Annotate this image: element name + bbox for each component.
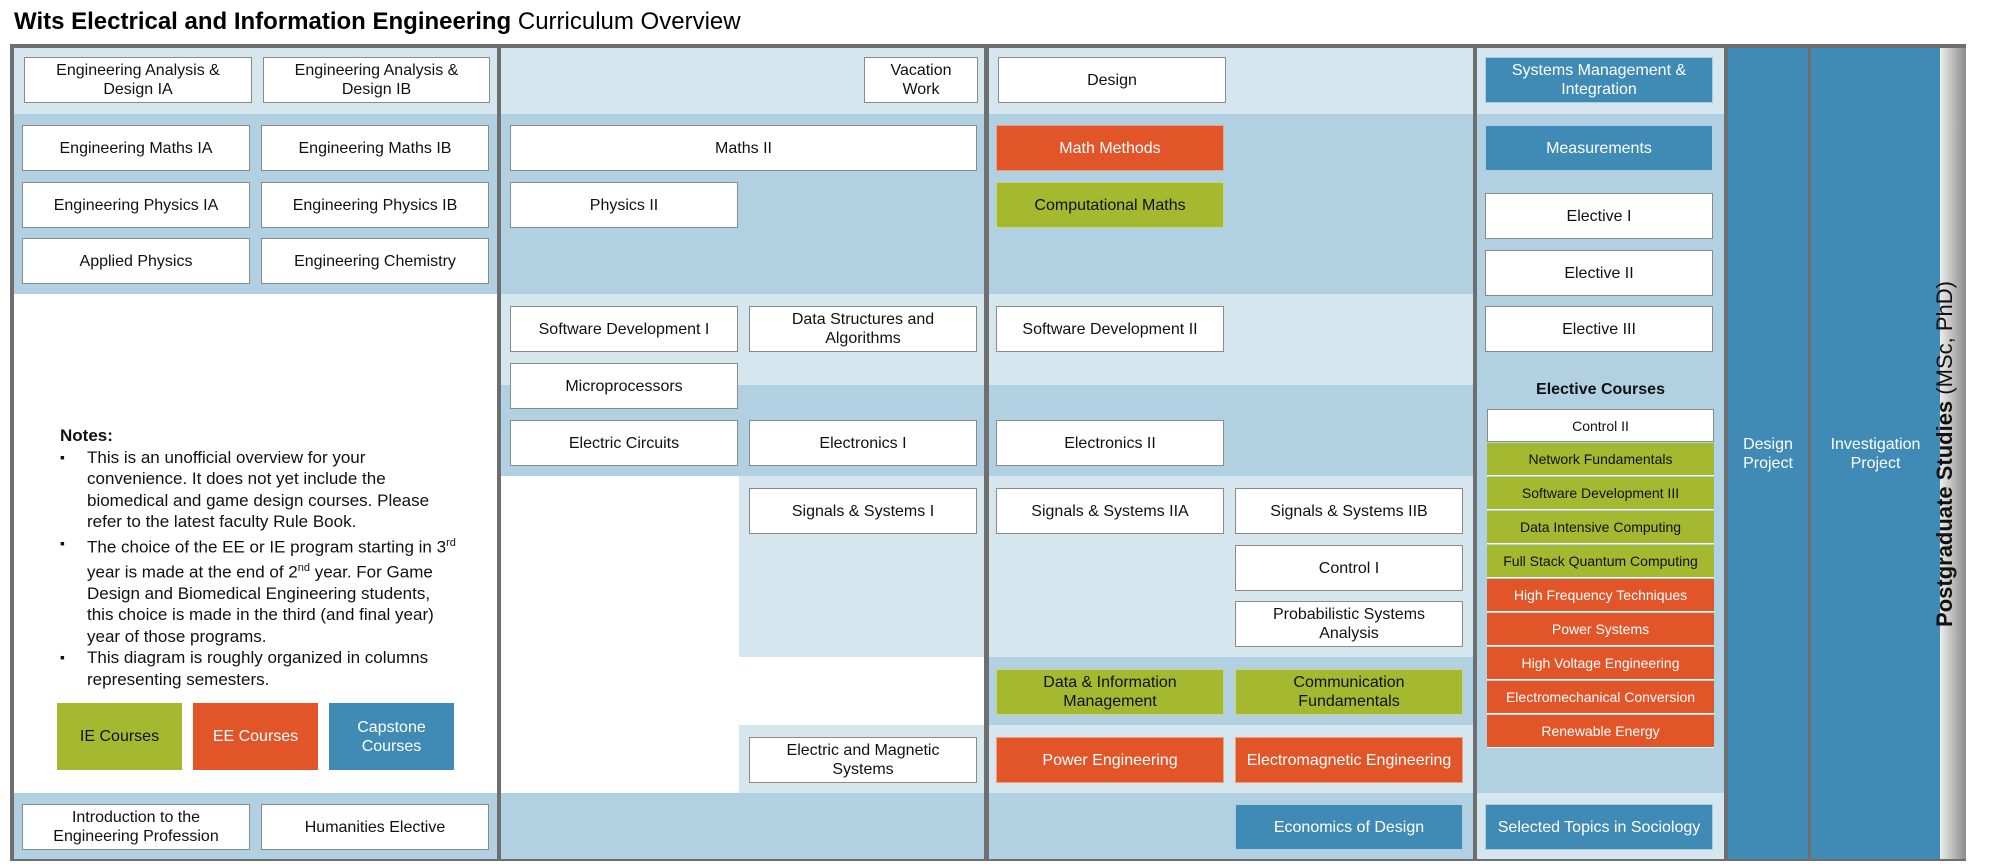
legend-ee-courses: EE Courses [193, 703, 318, 770]
note-item: This diagram is roughly organized in col… [60, 647, 460, 690]
course-engineering-chemistry[interactable]: Engineering Chemistry [261, 238, 489, 284]
notes-block: Notes: This is an unofficial overview fo… [60, 425, 460, 690]
course-computational-maths[interactable]: Computational Maths [996, 182, 1224, 228]
legend-ie-courses: IE Courses [57, 703, 182, 770]
legend-capstone-courses: Capstone Courses [329, 703, 454, 770]
course-electronics-ii[interactable]: Electronics II [996, 420, 1224, 466]
course-vacation-work[interactable]: Vacation Work [864, 57, 978, 103]
elective-course-item[interactable]: Renewable Energy [1487, 715, 1714, 748]
course-signals-systems-iib[interactable]: Signals & Systems IIB [1235, 488, 1463, 534]
course-elective-ii[interactable]: Elective II [1485, 250, 1713, 296]
elective-course-item[interactable]: Control II [1487, 409, 1714, 442]
elective-course-item[interactable]: Electromechanical Conversion [1487, 681, 1714, 714]
postgraduate-strip [1940, 48, 1966, 859]
elective-course-item[interactable]: High Voltage Engineering [1487, 647, 1714, 680]
course-engineering-analysis-design-ib[interactable]: Engineering Analysis & Design IB [263, 57, 490, 103]
course-math-methods[interactable]: Math Methods [996, 125, 1224, 171]
course-maths-ii[interactable]: Maths II [510, 125, 977, 171]
course-measurements[interactable]: Measurements [1485, 125, 1713, 171]
postgraduate-label: Postgraduate Studies (MSc, PhD) [1932, 281, 1957, 627]
course-engineering-physics-ib[interactable]: Engineering Physics IB [261, 182, 489, 228]
notes-title: Notes: [60, 426, 113, 445]
y2-empty [501, 476, 739, 793]
elective-course-item[interactable]: Network Fundamentals [1487, 443, 1714, 476]
elective-course-item[interactable]: High Frequency Techniques [1487, 579, 1714, 612]
course-control-i[interactable]: Control I [1235, 545, 1463, 591]
course-selected-topics-sociology[interactable]: Selected Topics in Sociology [1485, 804, 1713, 850]
course-electronics-i[interactable]: Electronics I [749, 420, 977, 466]
course-electromagnetic-engineering[interactable]: Electromagnetic Engineering [1235, 737, 1463, 783]
course-data-structures-algorithms[interactable]: Data Structures and Algorithms [749, 306, 977, 352]
course-microprocessors[interactable]: Microprocessors [510, 363, 738, 409]
course-engineering-maths-ib[interactable]: Engineering Maths IB [261, 125, 489, 171]
y2-bottom-band [501, 793, 984, 859]
elective-course-item[interactable]: Software Development III [1487, 477, 1714, 510]
course-applied-physics[interactable]: Applied Physics [22, 238, 250, 284]
course-software-development-ii[interactable]: Software Development II [996, 306, 1224, 352]
elective-courses-heading: Elective Courses [1536, 381, 1665, 398]
course-electric-magnetic-systems[interactable]: Electric and Magnetic Systems [749, 737, 977, 783]
course-probabilistic-systems-analysis[interactable]: Probabilistic Systems Analysis [1235, 601, 1463, 647]
y2-gap [739, 657, 984, 725]
investigation-project-bar[interactable]: Investigation Project [1811, 48, 1940, 859]
course-economics-of-design[interactable]: Economics of Design [1235, 804, 1463, 850]
investigation-project-label: Investigation Project [1830, 435, 1921, 472]
course-data-information-management[interactable]: Data & Information Management [996, 669, 1224, 715]
page-title: Wits Electrical and Information Engineer… [14, 8, 741, 35]
note-item: This is an unofficial overview for your … [60, 447, 460, 533]
elective-course-item[interactable]: Power Systems [1487, 613, 1714, 646]
note-item: The choice of the EE or IE program start… [60, 533, 460, 648]
course-engineering-physics-ia[interactable]: Engineering Physics IA [22, 182, 250, 228]
design-project-bar[interactable]: Design Project [1728, 48, 1808, 859]
elective-course-item[interactable]: Data Intensive Computing [1487, 511, 1714, 544]
course-signals-systems-i[interactable]: Signals & Systems I [749, 488, 977, 534]
course-software-development-i[interactable]: Software Development I [510, 306, 738, 352]
course-engineering-analysis-design-ia[interactable]: Engineering Analysis & Design IA [24, 57, 252, 103]
elective-course-item[interactable]: Full Stack Quantum Computing [1487, 545, 1714, 578]
course-design[interactable]: Design [998, 57, 1226, 103]
course-signals-systems-iia[interactable]: Signals & Systems IIA [996, 488, 1224, 534]
course-communication-fundamentals[interactable]: Communication Fundamentals [1235, 669, 1463, 715]
course-electric-circuits[interactable]: Electric Circuits [510, 420, 738, 466]
course-elective-i[interactable]: Elective I [1485, 193, 1713, 239]
course-systems-management-integration[interactable]: Systems Management & Integration [1485, 57, 1713, 103]
course-elective-iii[interactable]: Elective III [1485, 306, 1713, 352]
course-engineering-maths-ia[interactable]: Engineering Maths IA [22, 125, 250, 171]
course-physics-ii[interactable]: Physics II [510, 182, 738, 228]
course-intro-engineering-profession[interactable]: Introduction to the Engineering Professi… [22, 804, 250, 850]
course-humanities-elective[interactable]: Humanities Elective [261, 804, 489, 850]
course-power-engineering[interactable]: Power Engineering [996, 737, 1224, 783]
design-project-label: Design Project [1743, 435, 1793, 472]
